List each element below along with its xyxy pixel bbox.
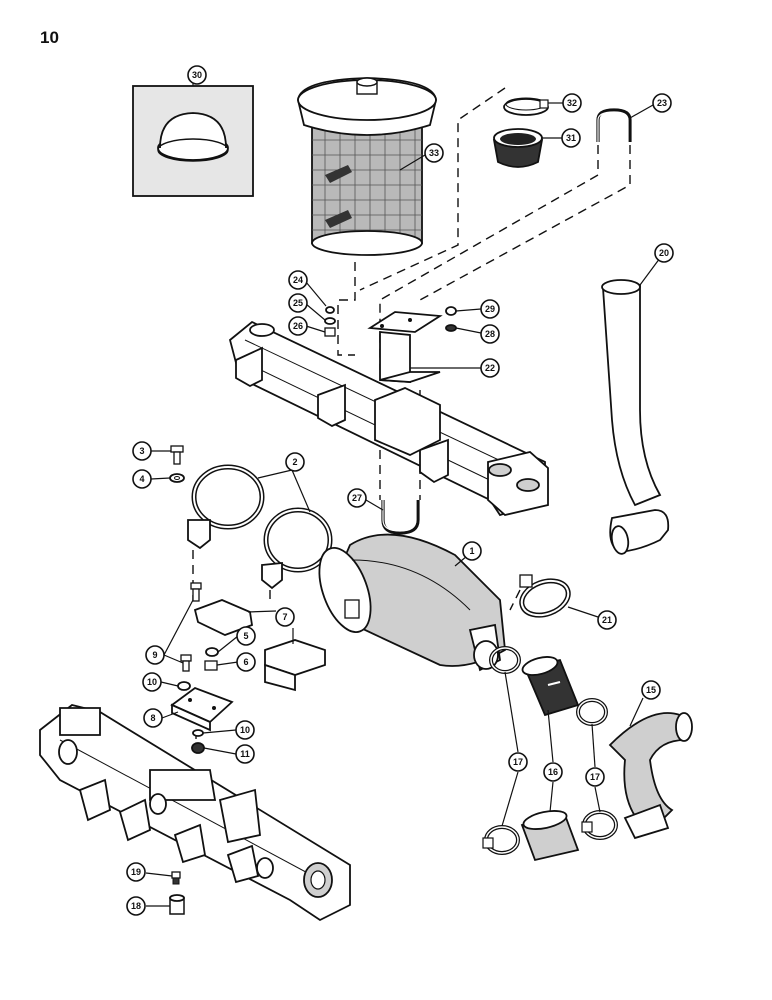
part-32-clamp	[503, 97, 549, 116]
small-hardware-28-29	[445, 306, 457, 332]
callout-8-label: 8	[150, 713, 155, 723]
callout-17-right-label: 17	[590, 772, 600, 782]
callout-23: 23	[652, 93, 672, 113]
callout-7: 7	[275, 607, 295, 627]
callout-1: 1	[462, 541, 482, 561]
callout-22-label: 22	[485, 363, 495, 373]
small-hardware-24-25-26	[324, 306, 336, 337]
callout-28-label: 28	[485, 329, 495, 339]
part-22-bracket	[367, 311, 443, 383]
part-8-plate	[170, 686, 234, 732]
callout-24: 24	[288, 270, 308, 290]
part-16-hose-upper	[521, 656, 580, 717]
callout-4-label: 4	[139, 474, 144, 484]
callout-32: 32	[562, 93, 582, 113]
part-33-filter-element	[297, 77, 437, 256]
callout-20-label: 20	[659, 248, 669, 258]
callout-19: 19	[126, 862, 146, 882]
leader-lines	[145, 80, 661, 907]
part-19-plug	[171, 871, 181, 885]
part-30-cap	[132, 85, 254, 197]
part-31-cup	[492, 128, 544, 168]
callout-10-lower: 10	[235, 720, 255, 740]
callout-24-label: 24	[293, 275, 303, 285]
callout-32-label: 32	[567, 98, 577, 108]
callout-31-label: 31	[566, 133, 576, 143]
callout-18-label: 18	[131, 901, 141, 911]
callout-33: 33	[424, 143, 444, 163]
part-21-clamp	[519, 574, 571, 618]
callout-15-label: 15	[646, 685, 656, 695]
callout-17-left-label: 17	[513, 757, 523, 767]
part-23-u-bolt	[596, 108, 632, 142]
callout-22: 22	[480, 358, 500, 378]
part-4-washer	[169, 473, 185, 483]
bracket-hardware	[177, 582, 219, 691]
part-17-clamp-upper-right	[576, 698, 608, 726]
callout-9: 9	[145, 645, 165, 665]
part-27-u-bolt	[381, 500, 420, 535]
callout-23-label: 23	[657, 98, 667, 108]
callout-26-label: 26	[293, 321, 303, 331]
callout-31: 31	[561, 128, 581, 148]
callout-17-right: 17	[585, 767, 605, 787]
part-17-clamp-lower-left	[482, 825, 520, 855]
part-20-exhaust-pipe	[601, 279, 670, 555]
callout-4: 4	[132, 469, 152, 489]
callout-18: 18	[126, 896, 146, 916]
callout-27: 27	[347, 488, 367, 508]
callout-19-label: 19	[131, 867, 141, 877]
callout-10-upper: 10	[142, 672, 162, 692]
lower-manifold	[39, 704, 351, 922]
part-1-air-cleaner	[318, 533, 506, 672]
upper-manifold	[228, 320, 549, 517]
part-16-hose-lower	[520, 810, 580, 862]
callout-8: 8	[143, 708, 163, 728]
callout-16-label: 16	[548, 767, 558, 777]
callout-15: 15	[641, 680, 661, 700]
callout-2: 2	[285, 452, 305, 472]
callout-20: 20	[654, 243, 674, 263]
callout-29-label: 29	[485, 304, 495, 314]
part-2-mounting-bands	[187, 464, 333, 590]
callout-5: 5	[236, 626, 256, 646]
callout-16: 16	[543, 762, 563, 782]
callout-21-label: 21	[602, 615, 612, 625]
callout-11-label: 11	[240, 749, 250, 759]
callout-27-label: 27	[352, 493, 362, 503]
callout-6: 6	[236, 652, 256, 672]
callout-25-label: 25	[293, 298, 303, 308]
callout-9-label: 9	[152, 650, 157, 660]
callout-3-label: 3	[139, 446, 144, 456]
callout-10-upper-label: 10	[147, 677, 157, 687]
callout-3: 3	[132, 441, 152, 461]
callout-26: 26	[288, 316, 308, 336]
callout-21: 21	[597, 610, 617, 630]
callout-29: 29	[480, 299, 500, 319]
part-3-bolt	[170, 445, 184, 465]
callout-2-label: 2	[292, 457, 297, 467]
callout-7-label: 7	[282, 612, 287, 622]
callout-28: 28	[480, 324, 500, 344]
callout-30: 30	[187, 65, 207, 85]
callout-5-label: 5	[243, 631, 248, 641]
callout-1-label: 1	[469, 546, 474, 556]
callout-33-label: 33	[429, 148, 439, 158]
callout-11: 11	[235, 744, 255, 764]
part-7-brackets	[193, 599, 326, 692]
callout-30-label: 30	[192, 70, 202, 80]
part-18-nut	[169, 894, 185, 915]
callout-10-lower-label: 10	[240, 725, 250, 735]
callout-25: 25	[288, 293, 308, 313]
part-15-elbow	[608, 712, 693, 840]
part-17-clamp-lower-right	[581, 810, 618, 840]
callout-6-label: 6	[243, 657, 248, 667]
page-number: 10	[40, 28, 59, 47]
lower-hardware-10-11	[191, 729, 205, 754]
callout-17-left: 17	[508, 752, 528, 772]
